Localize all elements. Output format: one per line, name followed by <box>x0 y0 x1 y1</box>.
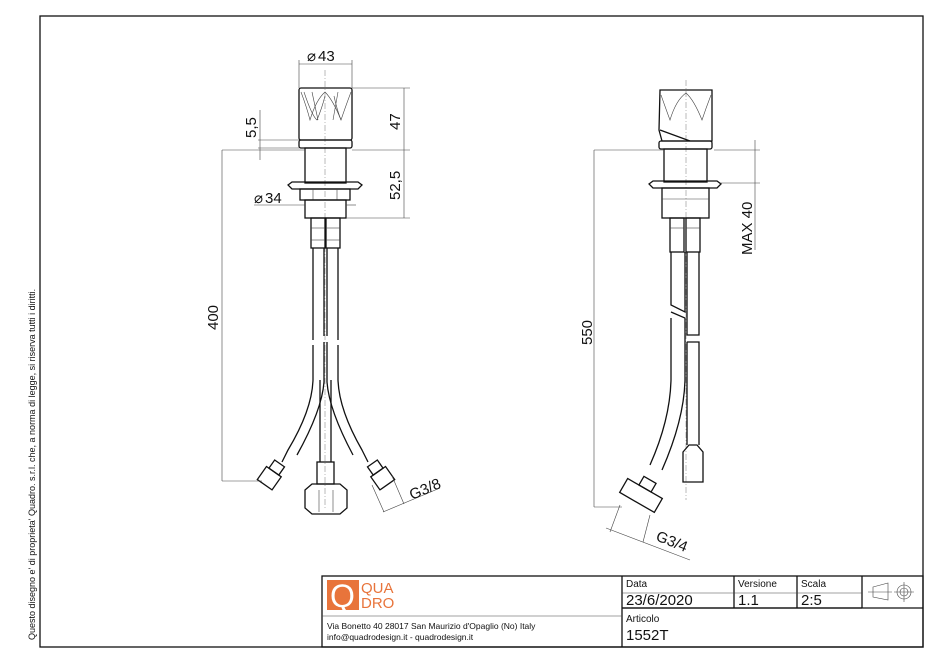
hose-right <box>326 342 369 463</box>
article-value: 1552T <box>626 627 669 644</box>
company-address: Via Bonetto 40 28017 San Maurizio d'Opag… <box>327 621 536 631</box>
dim-thread: G3/8 <box>407 475 444 503</box>
hose-bent <box>649 311 686 471</box>
sheet-frame <box>39 15 924 648</box>
article-label: Articolo <box>626 614 660 625</box>
side-view: MAX 40 550 G3/4 <box>579 80 760 561</box>
logo-text-bottom: DRO <box>361 595 394 612</box>
date-label: Data <box>626 579 648 590</box>
body <box>304 147 347 184</box>
front-view: ⌀43 47 52,5 5,5 ⌀34 400 G3/8 <box>205 48 444 515</box>
version-value: 1.1 <box>738 592 759 609</box>
projection-icon <box>868 582 914 602</box>
dim-ring: 5,5 <box>243 117 260 138</box>
scale-value: 2:5 <box>801 592 822 609</box>
svg-text:Q: Q <box>330 578 355 614</box>
body <box>663 148 708 183</box>
company-contacts: info@quadrodesign.it - quadrodesign.it <box>327 632 474 642</box>
logo-mark <box>327 580 359 610</box>
knob <box>298 87 353 141</box>
dim-length: 550 <box>579 320 596 345</box>
legal-notice: Questo disegno e' di proprieta' Quadro. … <box>27 289 37 640</box>
connector-g34 <box>618 477 664 514</box>
hose-left <box>281 342 325 463</box>
flange <box>648 180 722 189</box>
dim-thread: G3/4 <box>654 528 691 556</box>
knob <box>658 89 713 142</box>
hose-center <box>319 380 332 462</box>
dim-length: 400 <box>205 305 222 330</box>
center-connector-g34 <box>304 483 348 515</box>
dim-body-height: 52,5 <box>387 171 404 200</box>
dim-max-thickness: MAX 40 <box>739 202 756 255</box>
connector-g38 <box>682 444 704 483</box>
title-block: Q QUA DRO Via Bonetto 40 28017 San Mauri… <box>321 575 924 648</box>
dim-body-diameter: ⌀34 <box>254 190 282 207</box>
hose-straight <box>686 341 700 445</box>
dim-knob-diameter: ⌀43 <box>307 48 335 65</box>
date-value: 23/6/2020 <box>626 592 693 609</box>
flange <box>287 181 363 190</box>
logo-text-top: QUA <box>361 580 394 597</box>
scale-label: Scala <box>801 579 826 590</box>
dim-knob-height: 47 <box>387 113 404 130</box>
version-label: Versione <box>738 579 777 590</box>
